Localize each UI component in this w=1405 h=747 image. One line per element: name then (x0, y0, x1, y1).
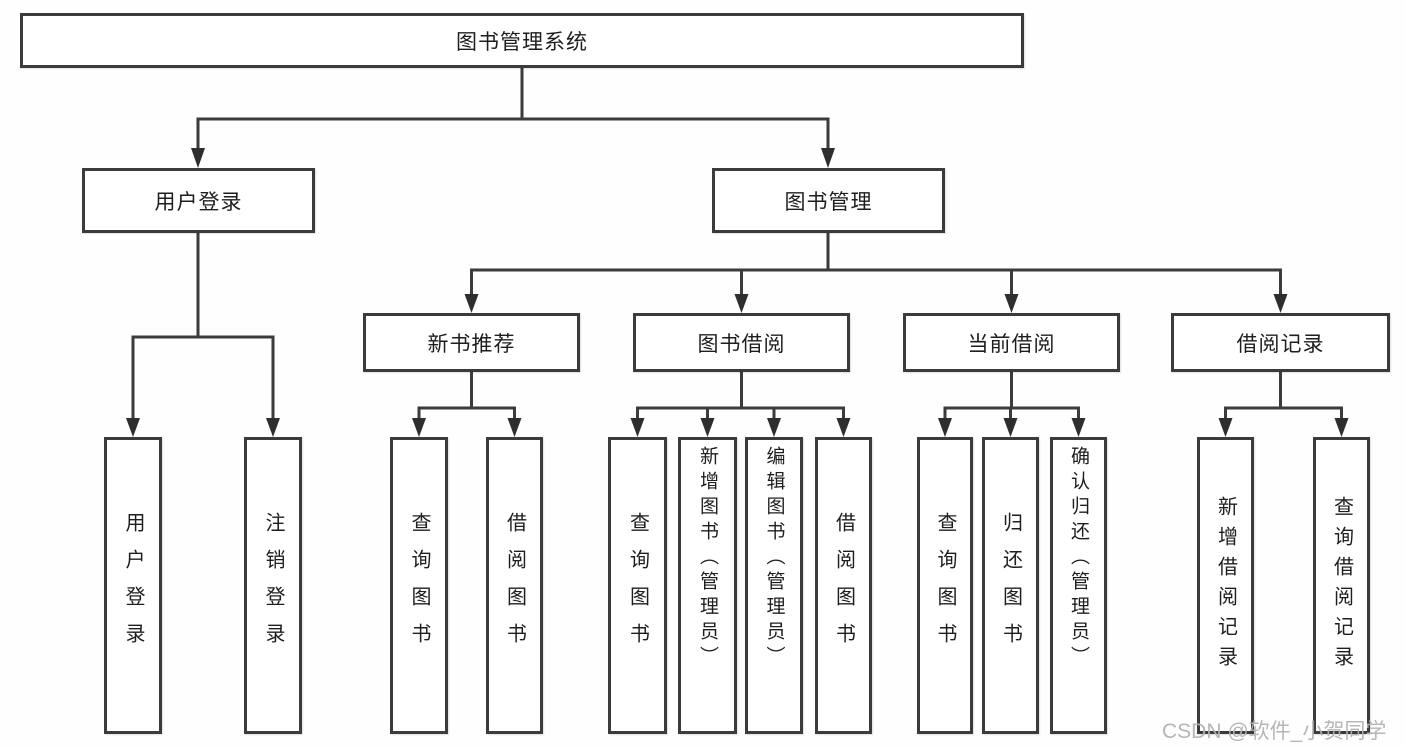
node-user-login-label: 用户登录 (154, 190, 243, 214)
leaf-query-books-current: 查询图书 (917, 437, 973, 734)
node-current-borrow: 当前借阅 (903, 313, 1120, 372)
node-book-borrow: 图书借阅 (633, 313, 850, 372)
node-root-label: 图书管理系统 (456, 30, 588, 54)
node-new-book-recommend: 新书推荐 (363, 313, 580, 372)
leaf-query-books-borrow: 查询图书 (608, 437, 667, 734)
leaf-return-books: 归还图书 (982, 437, 1039, 734)
leaf-confirm-return-admin-label: 确认归还（管理员） (1068, 446, 1089, 671)
leaf-logout-label: 注销登录 (262, 511, 284, 660)
leaf-add-borrow-record: 新增借阅记录 (1197, 437, 1254, 734)
node-book-borrow-label: 图书借阅 (697, 332, 786, 356)
leaf-add-book-admin-label: 新增图书（管理员） (697, 446, 718, 671)
leaf-query-books-current-label: 查询图书 (934, 511, 956, 660)
node-borrow-records: 借阅记录 (1171, 313, 1390, 372)
leaf-confirm-return-admin: 确认归还（管理员） (1050, 437, 1107, 734)
node-root: 图书管理系统 (20, 13, 1024, 68)
node-book-management: 图书管理 (712, 168, 945, 233)
node-current-borrow-label: 当前借阅 (967, 332, 1056, 356)
leaf-query-books-recommend: 查询图书 (390, 437, 448, 734)
node-book-management-label: 图书管理 (784, 190, 873, 214)
leaf-user-login: 用户登录 (104, 437, 162, 734)
leaf-borrow-books-recommend-label: 借阅图书 (503, 511, 526, 660)
leaf-logout: 注销登录 (244, 437, 302, 734)
node-borrow-records-label: 借阅记录 (1236, 332, 1325, 356)
leaf-edit-book-admin-label: 编辑图书（管理员） (763, 446, 785, 671)
leaf-return-books-label: 归还图书 (999, 511, 1022, 660)
watermark: CSDN @软件_小贺同学 (1162, 720, 1387, 743)
leaf-query-books-recommend-label: 查询图书 (408, 511, 430, 660)
leaf-add-book-admin: 新增图书（管理员） (678, 437, 737, 734)
leaf-query-books-borrow-label: 查询图书 (626, 511, 649, 660)
node-new-book-recommend-label: 新书推荐 (427, 332, 516, 356)
leaf-user-login-label: 用户登录 (122, 511, 144, 660)
leaf-query-borrow-record: 查询借阅记录 (1313, 437, 1370, 734)
leaf-borrow-books: 借阅图书 (815, 437, 872, 734)
arrowhead-icons (126, 148, 1349, 437)
node-user-login: 用户登录 (82, 168, 315, 233)
leaf-borrow-books-recommend: 借阅图书 (486, 437, 543, 734)
leaf-edit-book-admin: 编辑图书（管理员） (745, 437, 803, 734)
leaf-query-borrow-record-label: 查询借阅记录 (1330, 495, 1353, 676)
leaf-add-borrow-record-label: 新增借阅记录 (1214, 495, 1237, 676)
leaf-borrow-books-label: 借阅图书 (832, 511, 855, 660)
